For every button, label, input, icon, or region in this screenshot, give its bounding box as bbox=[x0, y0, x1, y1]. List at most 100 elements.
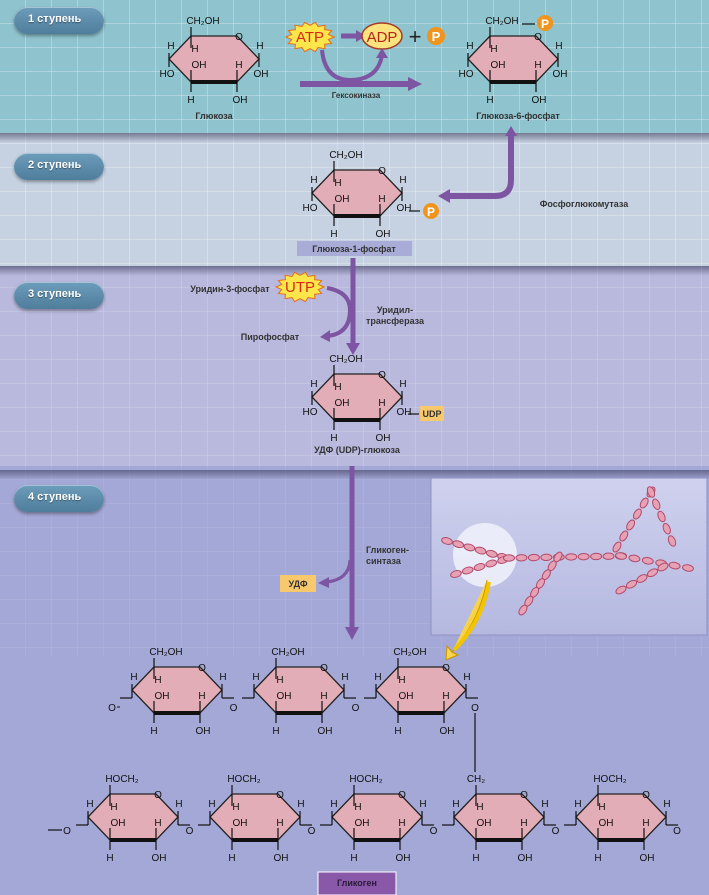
h-atom: H bbox=[490, 44, 497, 55]
h-atom: H bbox=[106, 853, 113, 864]
h-atom: H bbox=[472, 853, 479, 864]
h-atom: H bbox=[463, 672, 470, 683]
oh-group: OH bbox=[553, 69, 568, 80]
h-atom: H bbox=[442, 691, 449, 702]
oh-group: OH bbox=[376, 229, 391, 240]
phosphate-icon bbox=[423, 203, 439, 219]
h-atom: H bbox=[235, 60, 242, 71]
glucose-bead bbox=[518, 604, 528, 616]
utp-label: UTP bbox=[285, 279, 315, 296]
h-atom: H bbox=[86, 799, 93, 810]
h-atom: H bbox=[320, 691, 327, 702]
glucose-bead bbox=[632, 508, 642, 520]
h-atom: H bbox=[256, 41, 263, 52]
glucose-bead bbox=[485, 559, 498, 568]
h-atom: H bbox=[541, 799, 548, 810]
ring-oxygen: O bbox=[378, 370, 386, 381]
adp-label: ADP bbox=[367, 29, 398, 46]
arrowhead bbox=[345, 627, 359, 640]
h-atom: H bbox=[276, 675, 283, 686]
oh-group: OH bbox=[192, 60, 207, 71]
glycogen-label: Гликоген bbox=[337, 878, 377, 888]
oh-group: OH bbox=[277, 691, 292, 702]
glucose-bead bbox=[662, 523, 671, 535]
step-1-button[interactable]: 1 ступень bbox=[14, 7, 104, 34]
h-atom: H bbox=[394, 726, 401, 737]
h-atom: H bbox=[276, 818, 283, 829]
h-atom: H bbox=[378, 398, 385, 409]
glycosidic-oxygen: O bbox=[186, 826, 194, 837]
h-atom: H bbox=[354, 802, 361, 813]
ring-oxygen: O bbox=[442, 663, 450, 674]
h-atom: H bbox=[598, 802, 605, 813]
c6-group: CH₂ bbox=[467, 774, 485, 785]
phosphate-label: P bbox=[432, 29, 441, 44]
glucose-bead bbox=[527, 553, 540, 562]
h-atom: H bbox=[399, 175, 406, 186]
glucose-bead bbox=[626, 519, 636, 531]
glucose-bead bbox=[646, 486, 656, 498]
ring-oxygen: O bbox=[534, 32, 542, 43]
h-atom: H bbox=[378, 194, 385, 205]
glucose-bead bbox=[577, 552, 590, 561]
udp-box bbox=[420, 406, 444, 421]
udf-release-arrow bbox=[325, 559, 352, 584]
glucose-bead bbox=[463, 543, 476, 552]
ring-oxygen: O bbox=[320, 663, 328, 674]
h-atom: H bbox=[399, 379, 406, 390]
h-atom: H bbox=[228, 853, 235, 864]
udf-box bbox=[280, 575, 316, 592]
h-atom: H bbox=[520, 818, 527, 829]
h-atom: H bbox=[374, 672, 381, 683]
glucose-bead bbox=[473, 563, 486, 571]
step-3-button[interactable]: 3 ступень bbox=[14, 282, 104, 309]
arrowhead bbox=[376, 48, 388, 58]
band-shadow bbox=[0, 133, 709, 143]
glucose-label: Глюкоза bbox=[195, 111, 233, 121]
glucose-1-phosphate-label: Глюкоза-1-фосфат bbox=[312, 244, 396, 254]
oh-group: OH bbox=[152, 853, 167, 864]
arrowhead bbox=[356, 30, 366, 42]
glucose-bead bbox=[565, 553, 578, 561]
ho-group: HO bbox=[459, 69, 474, 80]
ring-oxygen: O bbox=[235, 32, 243, 43]
glycogen-branch-chains bbox=[441, 486, 694, 616]
h-atom: H bbox=[574, 799, 581, 810]
h-atom: H bbox=[272, 726, 279, 737]
ring-oxygen: O bbox=[276, 790, 284, 801]
glucose-bead bbox=[452, 540, 465, 549]
glucose-1-phosphate-label-box bbox=[297, 241, 412, 256]
grid-step1 bbox=[0, 0, 709, 133]
arrowhead bbox=[408, 77, 422, 91]
udp-glucose-label: УДФ (UDP)-глюкоза bbox=[314, 445, 401, 455]
h-atom: H bbox=[198, 691, 205, 702]
h-atom: H bbox=[398, 818, 405, 829]
glycosidic-oxygen: O bbox=[430, 826, 438, 837]
sugar-ring bbox=[209, 793, 301, 841]
sugar-ring bbox=[453, 793, 545, 841]
pyrophosphate-label: Пирофосфат bbox=[241, 332, 300, 342]
utp-consume-arrow bbox=[326, 286, 353, 338]
sugar-ring bbox=[253, 666, 345, 714]
glucose-bead bbox=[668, 561, 681, 570]
h-atom: H bbox=[167, 41, 174, 52]
glycosidic-oxygen: O bbox=[352, 703, 360, 714]
uridyltransferase-label-line2: трансфераза bbox=[366, 316, 425, 326]
step-4-button[interactable]: 4 ступень bbox=[14, 485, 104, 512]
c6-group: CH₂OH bbox=[329, 150, 362, 161]
h-atom: H bbox=[642, 818, 649, 829]
glucose-bead bbox=[628, 554, 641, 563]
plus-sign: + bbox=[409, 24, 422, 49]
sugar-ring bbox=[575, 793, 667, 841]
step-2-button[interactable]: 2 ступень bbox=[14, 153, 104, 180]
h-atom: H bbox=[466, 41, 473, 52]
ho-group: HO bbox=[303, 203, 318, 214]
c6-group: CH₂OH bbox=[329, 354, 362, 365]
oh-group: OH bbox=[155, 691, 170, 702]
